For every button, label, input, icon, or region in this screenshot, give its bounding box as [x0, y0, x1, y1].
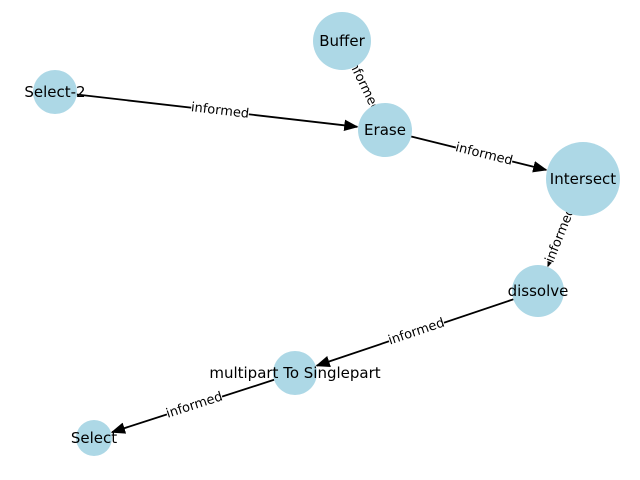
edge-label-group: informed: [190, 98, 250, 124]
node-label: Select: [71, 429, 117, 447]
edge-label-group: informed: [453, 138, 515, 171]
node-buffer: Buffer: [313, 12, 371, 70]
edge-label-background: [342, 55, 385, 116]
node-label: multipart To Singlepart: [209, 364, 380, 382]
edge-label-group: informed: [164, 388, 225, 423]
node-label: Select-2: [24, 83, 85, 101]
node-label: Intersect: [550, 170, 616, 188]
edge-label: informed: [164, 389, 224, 421]
node-circle: [313, 12, 371, 70]
node-select2: Select-2: [24, 70, 86, 114]
edge-label-background: [453, 138, 515, 171]
node-erase: Erase: [358, 103, 412, 157]
node-select: Select: [71, 420, 117, 456]
node-circle: [546, 142, 620, 216]
edge-label: informed: [386, 316, 446, 349]
edge-label: informed: [190, 100, 250, 122]
node-circle: [33, 70, 77, 114]
node-circle: [76, 420, 112, 456]
edge-label-background: [164, 388, 225, 423]
edge-label-background: [190, 98, 250, 124]
node-circle: [512, 265, 564, 317]
edge-label: informed: [454, 140, 514, 169]
node-label: Erase: [364, 121, 406, 139]
node-circle: [358, 103, 412, 157]
edge-label-background: [386, 314, 447, 350]
node-intersect: Intersect: [546, 142, 620, 216]
edge-label-background: [541, 204, 580, 266]
node-label: dissolve: [508, 282, 569, 300]
edge-label-group: informed: [386, 314, 447, 350]
node-multipart: multipart To Singlepart: [209, 351, 381, 395]
node-dissolve: dissolve: [508, 265, 569, 317]
node-label: Buffer: [319, 32, 365, 50]
node-circle: [273, 351, 317, 395]
